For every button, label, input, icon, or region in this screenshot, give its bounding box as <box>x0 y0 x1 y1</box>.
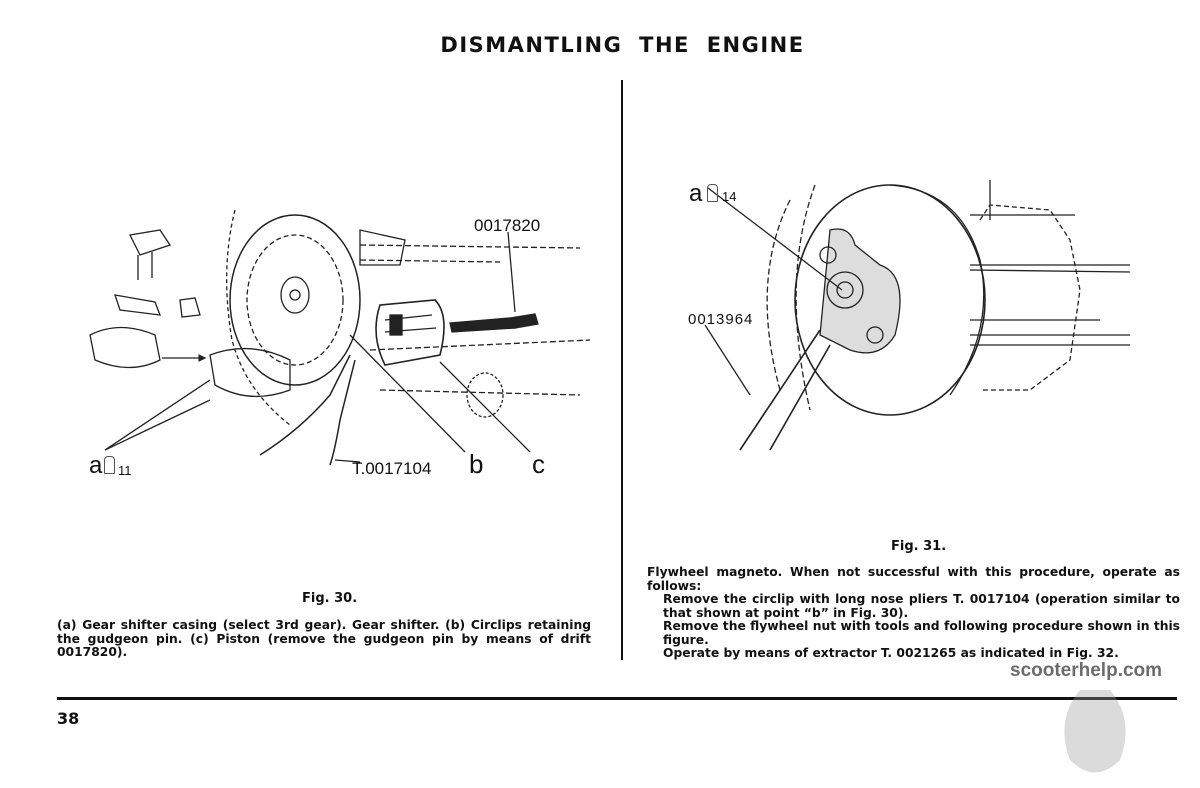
procedure-step: Remove the circlip with long nose pliers… <box>663 592 1180 620</box>
callout-b: b <box>469 449 484 479</box>
socket-wrench-icon <box>104 456 115 474</box>
figure-31-intro: Flywheel magneto. When not successful wi… <box>647 565 1180 593</box>
pliers-tool <box>259 354 356 466</box>
figure-31-description: Flywheel magneto. When not successful wi… <box>647 565 1180 661</box>
callout-drift-number: 0017820 <box>474 216 541 235</box>
piston <box>375 299 445 366</box>
column-divider <box>621 80 623 660</box>
page-title: DISMANTLING THE ENGINE <box>440 33 805 57</box>
page-number: 38 <box>57 709 80 728</box>
socket-wrench-icon <box>707 184 718 202</box>
footer-rule <box>57 697 1177 700</box>
watermark: scooterhelp.com <box>1010 660 1163 681</box>
figure-30-text: (a) Gear shifter casing (select 3rd gear… <box>57 618 591 659</box>
drift-tool <box>449 317 517 333</box>
callout-a: a <box>89 452 103 479</box>
callout-tool-number: 0013964 <box>688 311 754 328</box>
gear-shifter-casing <box>89 326 161 369</box>
callout-c: c <box>532 449 545 479</box>
callout-a-size: 14 <box>722 189 737 204</box>
figure-31-caption: Fig. 31. <box>891 539 947 554</box>
figure-30-caption: Fig. 30. <box>302 591 358 606</box>
scooter-logo-icon <box>1064 690 1126 773</box>
figure-30-description: (a) Gear shifter casing (select 3rd gear… <box>57 618 591 660</box>
callout-a: a <box>689 180 703 207</box>
holding-tool <box>819 228 901 354</box>
gear-shifter <box>209 347 291 398</box>
procedure-step: Remove the flywheel nut with tools and f… <box>663 619 1180 647</box>
figure-30-illustration <box>89 209 591 466</box>
callout-a-size: 11 <box>118 463 132 478</box>
flywheel <box>229 214 361 386</box>
figure-31-illustration <box>704 180 1131 451</box>
callout-pliers-number: T.0017104 <box>352 459 432 478</box>
procedure-step: Operate by means of extractor T. 0021265… <box>663 646 1119 660</box>
